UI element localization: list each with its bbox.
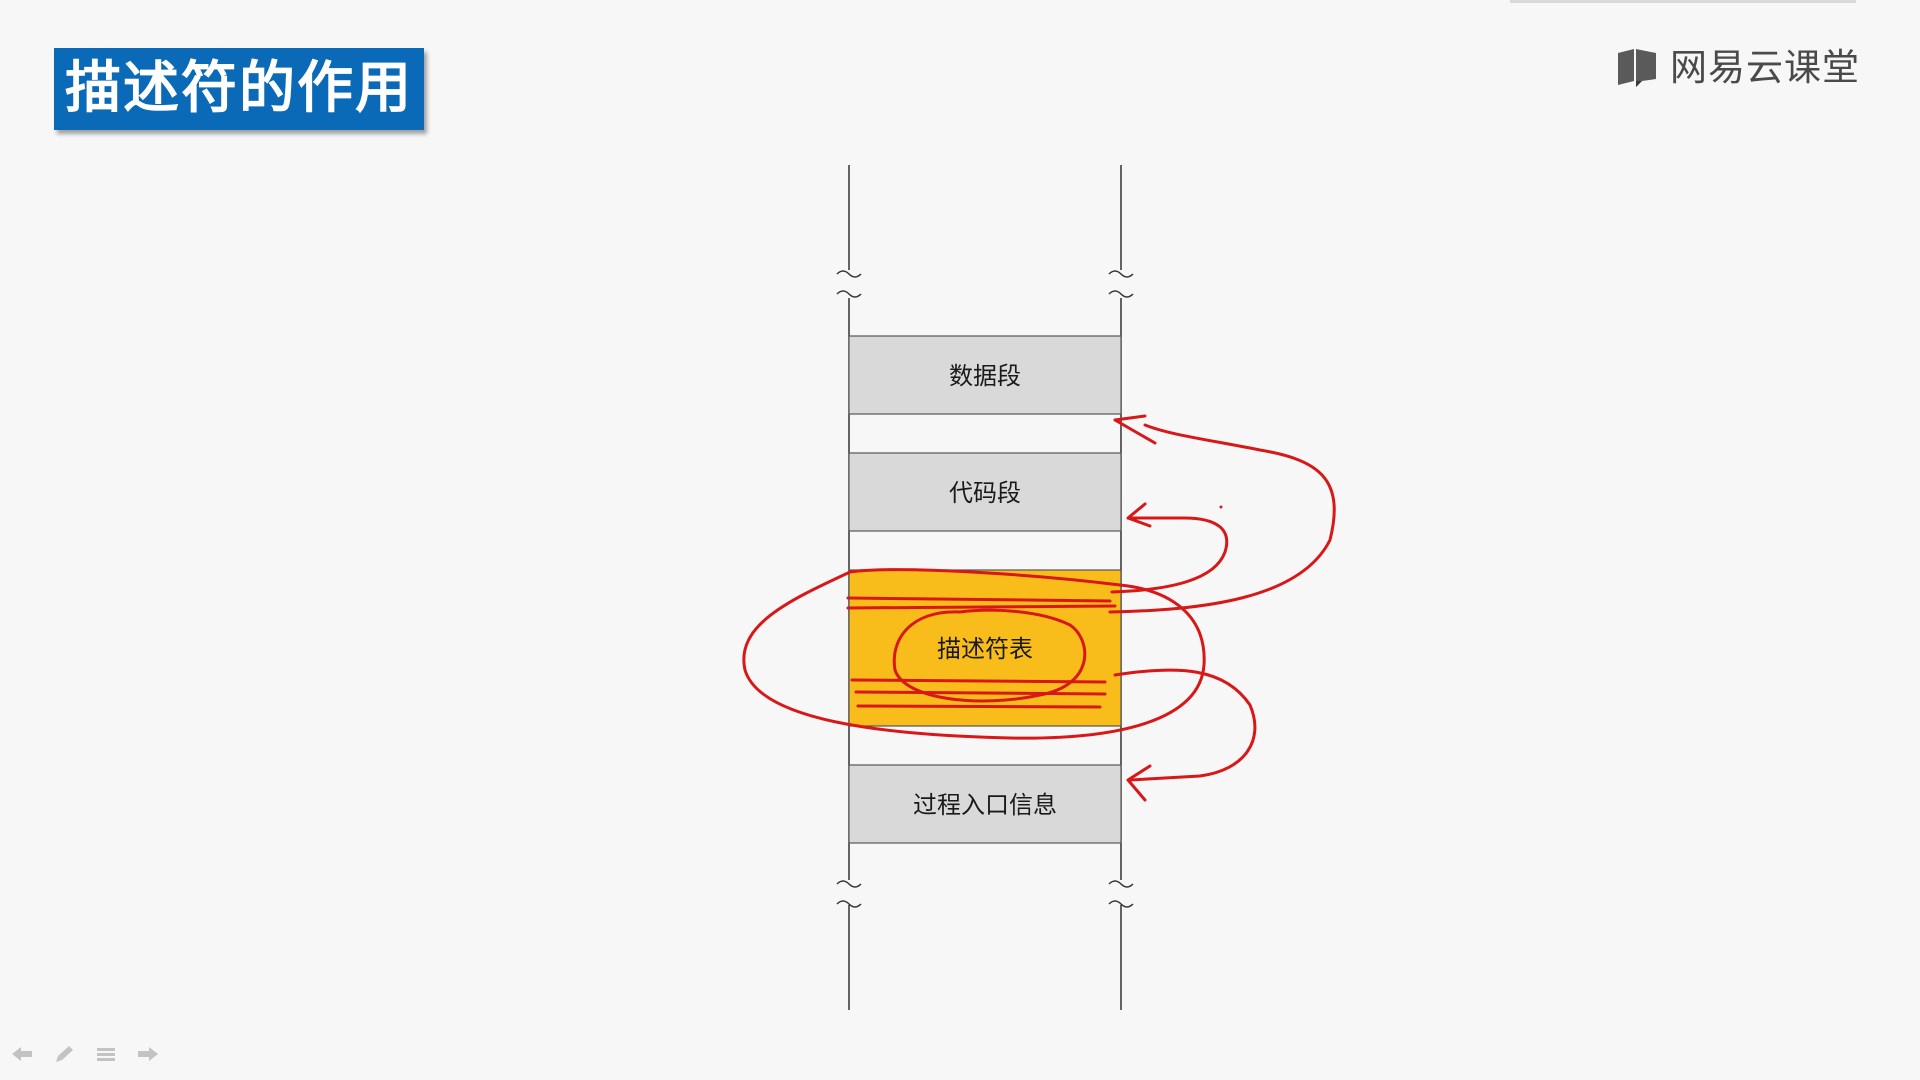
top-bar xyxy=(1510,0,1856,3)
annotation-dot xyxy=(1219,505,1223,509)
annotation-arrow-code xyxy=(1110,516,1229,594)
next-slide-icon[interactable] xyxy=(136,1044,160,1064)
annotation-circle-label xyxy=(892,608,1087,703)
pen-icon[interactable] xyxy=(52,1044,76,1064)
break-mark xyxy=(1108,270,1134,278)
annotation-arrowhead-entry xyxy=(1126,764,1152,802)
break-mark xyxy=(836,290,862,298)
slide-title: 描述符的作用 xyxy=(65,56,413,121)
segment-data: 数据段 xyxy=(848,335,1122,415)
segment-data-label: 数据段 xyxy=(949,362,1021,390)
player-controls xyxy=(10,1044,160,1064)
segment-entry-label: 过程入口信息 xyxy=(913,791,1057,819)
menu-icon[interactable] xyxy=(94,1044,118,1064)
brand-logo: 网易云课堂 xyxy=(1616,44,1860,90)
prev-slide-icon[interactable] xyxy=(10,1044,34,1064)
annotation-underline xyxy=(846,604,1117,610)
annotation-arrow-data xyxy=(1108,423,1336,614)
break-mark xyxy=(836,270,862,278)
break-mark xyxy=(1108,900,1134,908)
break-mark xyxy=(1108,290,1134,298)
annotation-arrowhead-code xyxy=(1126,502,1152,528)
segment-descriptor-label: 描述符表 xyxy=(937,635,1033,663)
segment-code: 代码段 xyxy=(848,452,1122,532)
segment-code-box xyxy=(848,452,1122,532)
segment-code-label: 代码段 xyxy=(949,479,1021,507)
segment-entry-box xyxy=(848,764,1122,844)
annotation-arrow-entry xyxy=(1113,668,1257,782)
annotation-underline xyxy=(854,690,1107,696)
book-icon xyxy=(1618,49,1656,87)
break-mark xyxy=(836,900,862,908)
brand-name: 网易云课堂 xyxy=(1670,45,1860,89)
segment-descriptor: 描述符表 xyxy=(848,569,1122,727)
annotation-loop-outer xyxy=(742,568,1206,740)
slide-title-box: 描述符的作用 xyxy=(54,48,424,130)
annotation-arrowhead-data xyxy=(1113,414,1157,445)
annotation-underline xyxy=(846,596,1112,603)
break-mark xyxy=(1108,880,1134,888)
break-mark xyxy=(836,880,862,888)
segment-data-box xyxy=(848,335,1122,415)
annotation-underline xyxy=(850,678,1107,684)
annotation-underline xyxy=(856,704,1102,709)
segment-entry: 过程入口信息 xyxy=(848,764,1122,844)
